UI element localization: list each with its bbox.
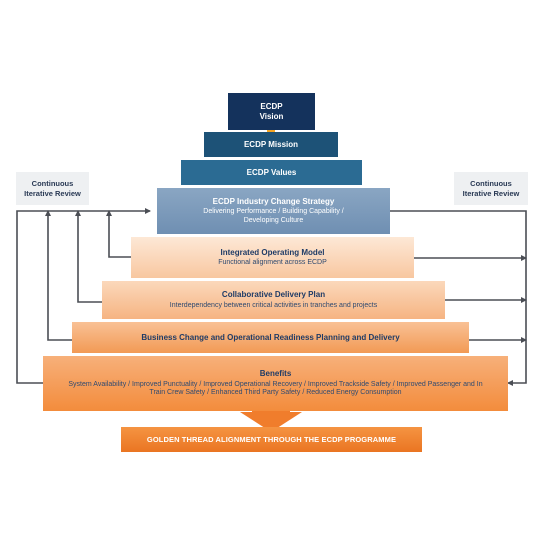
tier-cdp-title: Collaborative Delivery Plan [221,290,326,299]
golden-thread-text: GOLDEN THREAD ALIGNMENT THROUGH THE ECDP… [146,435,397,444]
right-review-box: Continuous Iterative Review [454,172,528,205]
tier-cdp-subtitle: Interdependency between critical activit… [169,301,378,309]
right-review-line2: Iterative Review [462,188,520,198]
tier-strategy-subtitle: Delivering Performance / Building Capabi… [203,208,344,224]
left-loop-cdp [75,210,102,303]
right-review-line1: Continuous [470,179,512,189]
tier-mission-title: ECDP Mission [243,139,299,149]
tier-strategy: ECDP Industry Change Strategy Delivering… [157,188,390,234]
tier-mission: ECDP Mission [204,132,338,157]
left-review-line1: Continuous [31,179,74,189]
tier-cdp: Collaborative Delivery Plan Interdepende… [102,281,445,319]
left-review-line2: Iterative Review [24,188,81,198]
tier-values-title: ECDP Values [246,167,297,177]
tier-vision-title: ECDP Vision [259,101,284,121]
golden-thread-banner: GOLDEN THREAD ALIGNMENT THROUGH THE ECDP… [121,427,422,452]
tier-iom: Integrated Operating Model Functional al… [131,237,414,278]
tier-iom-subtitle: Functional alignment across ECDP [218,259,327,267]
left-loop-iom [106,210,131,258]
tier-benefits: Benefits System Availability / Improved … [43,356,508,411]
tier-benefits-subtitle: System Availability / Improved Punctuali… [68,380,483,397]
tier-benefits-title: Benefits [259,369,292,379]
left-loop-business [45,210,72,341]
left-loop-benefits [16,208,151,384]
tier-business: Business Change and Operational Readines… [72,322,469,353]
tier-business-title: Business Change and Operational Readines… [141,332,400,342]
left-review-box: Continuous Iterative Review [16,172,89,205]
tier-vision: ECDP Vision [228,93,315,130]
tier-iom-title: Integrated Operating Model [220,247,325,257]
tier-strategy-title: ECDP Industry Change Strategy [212,196,335,206]
tier-values: ECDP Values [181,160,362,185]
